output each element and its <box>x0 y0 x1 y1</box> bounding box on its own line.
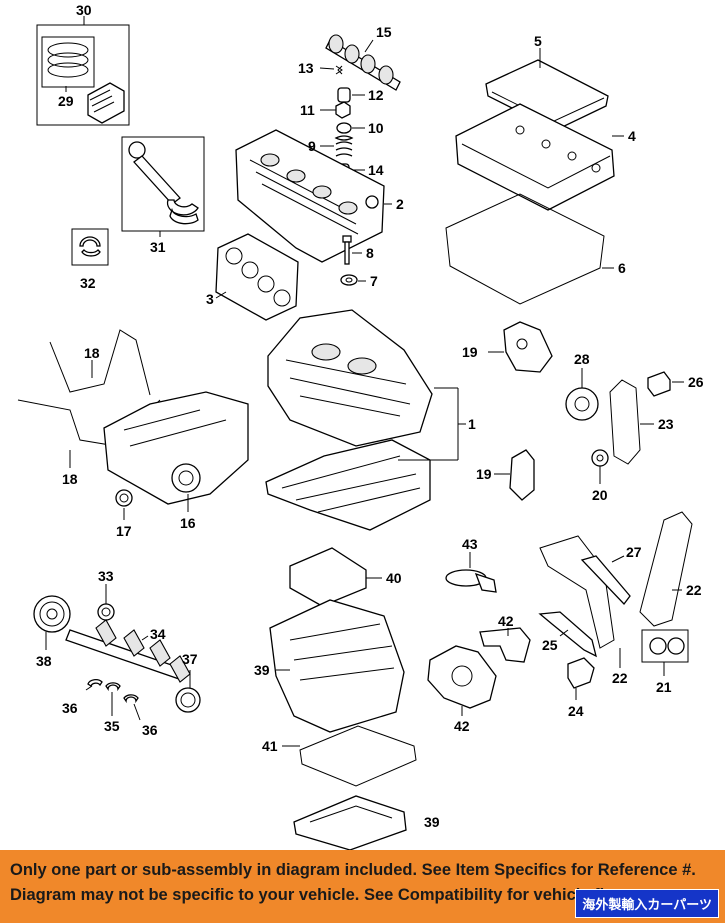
engine-block <box>267 309 433 447</box>
callout-20: 20 <box>592 487 608 503</box>
bearing-group <box>71 228 109 266</box>
seal-33 <box>97 603 115 621</box>
callout-41: 41 <box>262 738 278 754</box>
timing-cover <box>103 391 249 505</box>
chain-guide-27 <box>580 555 631 606</box>
pump-bracket <box>479 627 531 663</box>
callout-25: 25 <box>542 637 558 653</box>
valve-cover-gasket <box>445 193 605 305</box>
callout-18b: 18 <box>62 471 78 487</box>
engine-mount-upper <box>503 321 553 373</box>
crank-pulley <box>33 595 71 633</box>
valve-train-parts <box>334 65 354 177</box>
callout-5: 5 <box>534 33 542 49</box>
callout-8: 8 <box>366 245 374 261</box>
callout-43: 43 <box>462 536 478 552</box>
callout-6: 6 <box>618 260 626 276</box>
callout-17: 17 <box>116 523 132 539</box>
callout-2: 2 <box>396 196 404 212</box>
upper-oil-pan <box>269 599 405 733</box>
oil-pan-gasket <box>299 725 417 787</box>
seal-group-21 <box>641 629 689 663</box>
callout-24: 24 <box>568 703 584 719</box>
callout-1: 1 <box>468 416 476 432</box>
callout-3: 3 <box>206 291 214 307</box>
oil-baffle <box>289 547 367 607</box>
piston-ring-group <box>36 24 130 126</box>
callout-26: 26 <box>688 374 704 390</box>
crankshaft <box>65 619 191 683</box>
camshaft <box>325 34 401 91</box>
bedplate <box>265 439 431 531</box>
callout-15: 15 <box>376 24 392 40</box>
callout-36a: 36 <box>62 700 78 716</box>
callout-23: 23 <box>658 416 674 432</box>
callout-11: 11 <box>300 102 315 118</box>
callout-31: 31 <box>150 239 166 255</box>
cylinder-head <box>235 129 385 263</box>
callout-37: 37 <box>182 651 198 667</box>
chain-guide-25 <box>538 611 597 658</box>
callout-numbers: 30 29 31 32 15 13 12 11 10 9 14 2 8 7 3 … <box>36 2 704 830</box>
callout-16: 16 <box>180 515 196 531</box>
timing-chain-23 <box>609 379 641 465</box>
oil-pickup <box>445 569 497 593</box>
callout-13: 13 <box>298 60 314 76</box>
callout-21: 21 <box>656 679 672 695</box>
callout-28: 28 <box>574 351 590 367</box>
oil-pump <box>427 645 497 709</box>
rear-seal-37 <box>175 687 201 713</box>
callout-34: 34 <box>150 626 166 642</box>
cam-sprocket <box>565 387 599 421</box>
callout-27: 27 <box>626 544 642 560</box>
secondary-chain <box>639 511 693 627</box>
head-gasket <box>215 233 299 321</box>
seller-badge: 海外製輸入カーパーツ <box>575 889 719 918</box>
primary-chain <box>539 535 615 649</box>
callout-39a: 39 <box>254 662 270 678</box>
callout-12: 12 <box>368 87 384 103</box>
disclaimer-banner: Only one part or sub-assembly in diagram… <box>0 850 725 923</box>
valve-cover <box>455 103 615 211</box>
callout-19a: 19 <box>462 344 478 360</box>
callout-39b: 39 <box>424 814 440 830</box>
crank-gear-20 <box>591 449 609 467</box>
engine-parts-diagram: 30 29 31 32 15 13 12 11 10 9 14 2 8 7 3 … <box>17 2 704 850</box>
callout-10: 10 <box>368 120 384 136</box>
crank-seal <box>115 489 133 507</box>
callout-7: 7 <box>370 273 378 289</box>
callout-30: 30 <box>76 2 92 18</box>
callout-32: 32 <box>80 275 96 291</box>
callout-9: 9 <box>308 138 316 154</box>
callout-42a: 42 <box>498 613 514 629</box>
callout-22a: 22 <box>686 582 702 598</box>
callout-19b: 19 <box>476 466 492 482</box>
callout-38: 38 <box>36 653 52 669</box>
chain-tensioner-26 <box>647 371 671 397</box>
callout-33: 33 <box>98 568 114 584</box>
tensioner-24 <box>567 657 595 689</box>
callout-36b: 36 <box>142 722 158 738</box>
disclaimer-line-2: Diagram may not be specific to your vehi… <box>10 886 654 904</box>
head-bolt <box>340 235 358 286</box>
callout-14: 14 <box>368 162 384 178</box>
callout-4: 4 <box>628 128 636 144</box>
disclaimer-line-1: Only one part or sub-assembly in diagram… <box>10 861 696 879</box>
callout-29: 29 <box>58 93 74 109</box>
callout-22b: 22 <box>612 670 628 686</box>
lower-oil-pan <box>293 795 407 850</box>
callout-40: 40 <box>386 570 402 586</box>
engine-mount-lower <box>509 449 535 501</box>
thrust-bearings <box>87 679 139 704</box>
callout-42b: 42 <box>454 718 470 734</box>
callout-35: 35 <box>104 718 120 734</box>
callout-18a: 18 <box>84 345 100 361</box>
connecting-rod-group <box>121 136 205 232</box>
